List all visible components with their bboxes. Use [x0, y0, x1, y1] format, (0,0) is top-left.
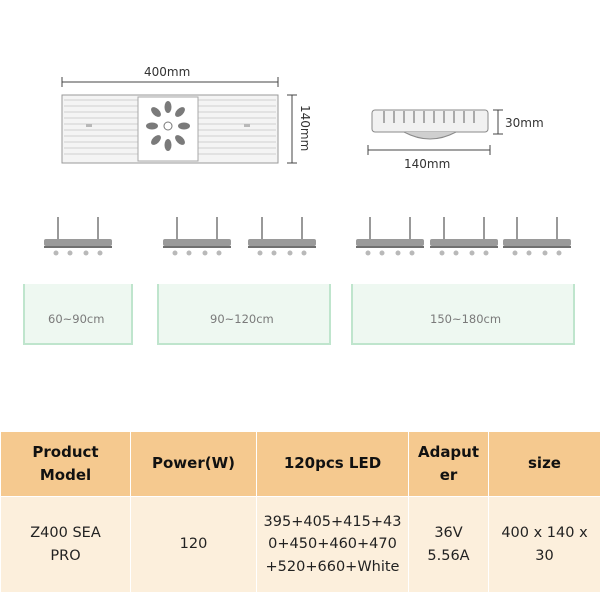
- cell-adapter: 36V 5.56A: [408, 496, 489, 593]
- dimension-side-depth-label: 140mm: [404, 157, 451, 171]
- header-size: size: [488, 431, 600, 497]
- fan-icon: [146, 101, 190, 151]
- light-fixture: [355, 216, 425, 257]
- cell-product-model: Z400 SEA PRO: [0, 496, 131, 593]
- spec-table: Product Model Power(W) 120pcs LED Adaput…: [0, 431, 600, 593]
- tank-label-small: 60~90cm: [48, 312, 105, 326]
- tanks-row: [23, 284, 575, 345]
- light-fixture: [502, 216, 572, 257]
- dimension-height-label: 30mm: [505, 116, 544, 130]
- dimension-depth-label: 140mm: [298, 105, 312, 152]
- tank-label-medium: 90~120cm: [210, 312, 274, 326]
- dimension-width-label: 400mm: [144, 65, 191, 79]
- cell-size: 400 x 140 x 30: [488, 496, 600, 593]
- table-row: Z400 SEA PRO 120 395+405+415+43 0+450+46…: [0, 496, 600, 593]
- cell-power: 120: [130, 496, 257, 593]
- spec-table-header-row: Product Model Power(W) 120pcs LED Adaput…: [0, 431, 600, 497]
- top-view-diagram: [61, 77, 503, 164]
- light-fixture: [429, 216, 499, 257]
- light-fixture: [247, 216, 317, 257]
- light-fixture: [43, 216, 113, 257]
- light-fixture: [162, 216, 232, 257]
- header-adapter: Adaput er: [408, 431, 489, 497]
- cell-led: 395+405+415+43 0+450+460+470 +520+660+Wh…: [256, 496, 409, 593]
- header-led: 120pcs LED: [256, 431, 409, 497]
- tank-label-large: 150~180cm: [430, 312, 502, 326]
- header-power: Power(W): [130, 431, 257, 497]
- fixtures-row: [43, 216, 572, 257]
- header-product-model: Product Model: [0, 431, 131, 497]
